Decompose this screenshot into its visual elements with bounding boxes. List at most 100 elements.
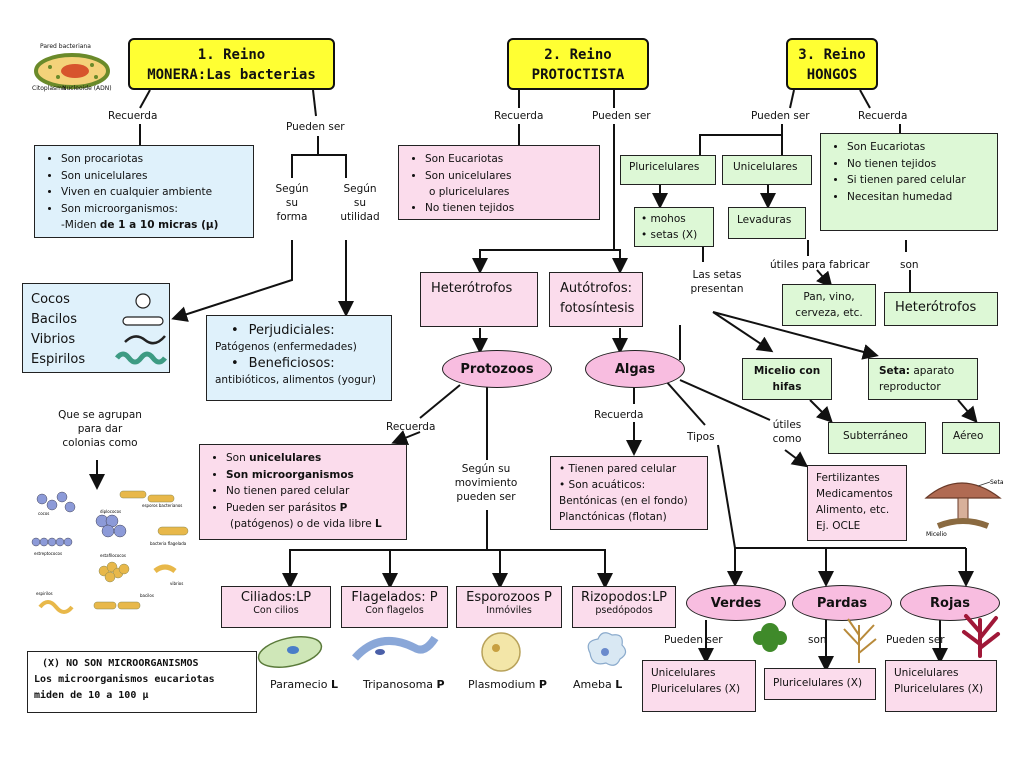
uso-line: Alimento, etc.: [816, 504, 890, 516]
bacteria-cell-illustration: [30, 45, 115, 95]
monera-fact: Son unicelulares: [61, 168, 253, 185]
monera-recuerda-label: Recuerda: [108, 110, 158, 122]
reino-monera-line1: 1. Reino: [197, 47, 266, 63]
utiles-como-label: útiles como: [770, 418, 804, 446]
perjudiciales-desc: Patógenos (enfermedades): [215, 341, 357, 353]
segun-movimiento-line: movimiento: [454, 477, 518, 489]
unicelulares-box: Unicelulares: [722, 155, 812, 185]
heterotrofos-box: Heterótrofos: [420, 272, 538, 327]
hongos-fact: Necesitan humedad: [847, 189, 997, 206]
grupo-rizopodos-title: Rizopodos:LP: [580, 590, 668, 605]
reino-hongos-box: 3. Reino HONGOS: [786, 38, 878, 90]
protozoo-fact-tail: (patógenos) o de vida libre L: [230, 518, 382, 530]
reino-hongos-line1: 3. Reino: [798, 47, 866, 63]
protozoos-oval: Protozoos: [442, 350, 552, 388]
algas-bentonicas: Bentónicas (en el fondo): [559, 495, 688, 507]
algas-planctonicas: Planctónicas (flotan): [559, 511, 667, 523]
agrupan-line: para dar: [77, 423, 123, 435]
form-vibrios: Vibrios: [31, 332, 76, 347]
colony-label: diplococos: [100, 509, 121, 514]
segun-utilidad-line: su: [353, 197, 367, 209]
grupo-ciliados-box: Ciliados:LP Con cilios: [221, 586, 331, 628]
rojas-relation-label: Pueden ser: [886, 634, 945, 646]
colony-label: cocos: [38, 511, 49, 516]
monera-miden: -Miden de 1 a 10 micras (µ): [35, 217, 253, 233]
setas-presentan-line: Las setas: [692, 269, 742, 281]
monera-miden-bold: de 1 a 10 micras (µ): [99, 219, 219, 231]
protozoo-fact: Son microorganismos: [226, 467, 406, 484]
hongos-fact: Son Eucariotas: [847, 139, 997, 156]
cell-label-citoplasma: Citoplasma: [32, 85, 66, 92]
algas-rojas-oval: Rojas: [900, 585, 1000, 621]
grupo-ciliados-sub: Con cilios: [253, 605, 299, 616]
algas-oval: Algas: [585, 350, 685, 388]
grupo-rizopodos-box: Rizopodos:LP psedópodos: [572, 586, 676, 628]
seta-micelio-illustration: Seta Micelio: [924, 479, 1004, 538]
form-espirilos: Espirilos: [31, 352, 86, 367]
segun-movimiento-line: pueden ser: [456, 491, 516, 503]
utiles-como-line: como: [772, 433, 802, 445]
protoctista-facts-box: Son Eucariotas Son unicelulares o pluric…: [398, 145, 600, 220]
autotrofos-line2: fotosíntesis: [560, 301, 635, 316]
protoctista-fact: Son Eucariotas: [425, 151, 599, 168]
nota-box: (X) NO SON MICROORGANISMOS Los microorga…: [27, 651, 257, 713]
pan-vino-box: Pan, vino, cerveza, etc.: [782, 284, 876, 326]
micelio-line: hifas: [772, 381, 802, 393]
verdes-box: Unicelulares Pluricelulares (X): [642, 660, 756, 712]
setas-presentan-line: presentan: [690, 283, 744, 295]
segun-forma-line: Según: [275, 183, 309, 195]
bacterial-colonies-illustration: cocos diplococos esporos bacterianos est…: [30, 487, 200, 632]
protoctista-fact: Son unicelulares: [425, 168, 599, 185]
monera-facts-list: Son procariotas Son unicelulares Viven e…: [35, 151, 253, 217]
reino-monera-line2: MONERA:Las bacterias: [147, 67, 316, 83]
agrupan-line: colonias como: [62, 437, 138, 449]
ejemplo-tripanosoma: Tripanosoma P: [363, 678, 445, 691]
protozoo-fact: No tienen pared celular: [226, 483, 406, 500]
colony-label: vibrios: [170, 581, 183, 586]
grupo-rizopodos-sub: psedópodos: [595, 605, 653, 616]
alga-verde-illustration: [753, 623, 787, 652]
colony-label: espirilos: [36, 591, 53, 596]
colony-label: bacteria flagelada: [150, 541, 187, 546]
grupo-flagelados-box: Flagelados: P Con flagelos: [341, 586, 448, 628]
segun-forma-line: forma: [276, 211, 308, 223]
grupo-flagelados-title: Flagelados: P: [351, 590, 438, 605]
ejemplo-paramecio: Paramecio L: [270, 678, 338, 691]
verdes-relation-label: Pueden ser: [664, 634, 723, 646]
algas-tipos-label: Tipos: [687, 431, 715, 443]
utilidad-box: •Perjudiciales: Patógenos (enfermedades)…: [206, 315, 392, 401]
colony-label: bacilos: [140, 593, 154, 598]
beneficiosos-desc: antibióticos, alimentos (yogur): [215, 374, 376, 386]
setas-presentan-label: Las setas presentan: [686, 268, 748, 296]
uso-line: Ej. OCLE: [816, 520, 861, 532]
algas-pardas-oval: Pardas: [792, 585, 892, 621]
micelio-line: Micelio con: [753, 365, 821, 377]
seta-aparato-line2: reproductor: [879, 381, 941, 393]
aereo-box: Aéreo: [942, 422, 1000, 454]
hongos-fact: Si tienen pared celular: [847, 172, 997, 189]
ameba-illustration: [587, 632, 627, 666]
plasmodium-illustration: [481, 632, 521, 672]
monera-pueden-ser-label: Pueden ser: [286, 121, 345, 133]
hongos-facts-list: Son Eucariotas No tienen tejidos Si tien…: [821, 139, 997, 205]
monera-facts-box: Son procariotas Son unicelulares Viven e…: [34, 145, 254, 238]
mohos-item: • mohos: [641, 213, 686, 225]
micelio-image-label: Micelio: [926, 531, 947, 538]
utiles-fabricar-label: útiles para fabricar: [770, 259, 870, 271]
monera-miden-prefix: -Miden: [61, 219, 100, 231]
utiles-como-line: útiles: [772, 419, 802, 431]
levaduras-box: Levaduras: [728, 207, 806, 239]
protoctista-recuerda-label: Recuerda: [494, 110, 544, 122]
protozoos-recuerda-label: Recuerda: [386, 421, 436, 433]
perjudiciales-title: •Perjudiciales:: [231, 323, 335, 338]
reino-monera-box: 1. Reino MONERA:Las bacterias: [128, 38, 335, 90]
agrupan-line: Que se agrupan: [58, 409, 142, 421]
cell-label-pared: Pared bacteriana: [40, 43, 91, 50]
reino-protoctista-line2: PROTOCTISTA: [531, 67, 625, 83]
segun-movimiento-label: Según su movimiento pueden ser: [446, 462, 526, 504]
protoctista-fact: No tienen tejidos: [425, 200, 599, 217]
autotrofos-line1: Autótrofos:: [560, 281, 632, 296]
alga-roja-illustration: [962, 614, 1000, 658]
grupo-esporozoos-title: Esporozoos P: [466, 590, 552, 605]
